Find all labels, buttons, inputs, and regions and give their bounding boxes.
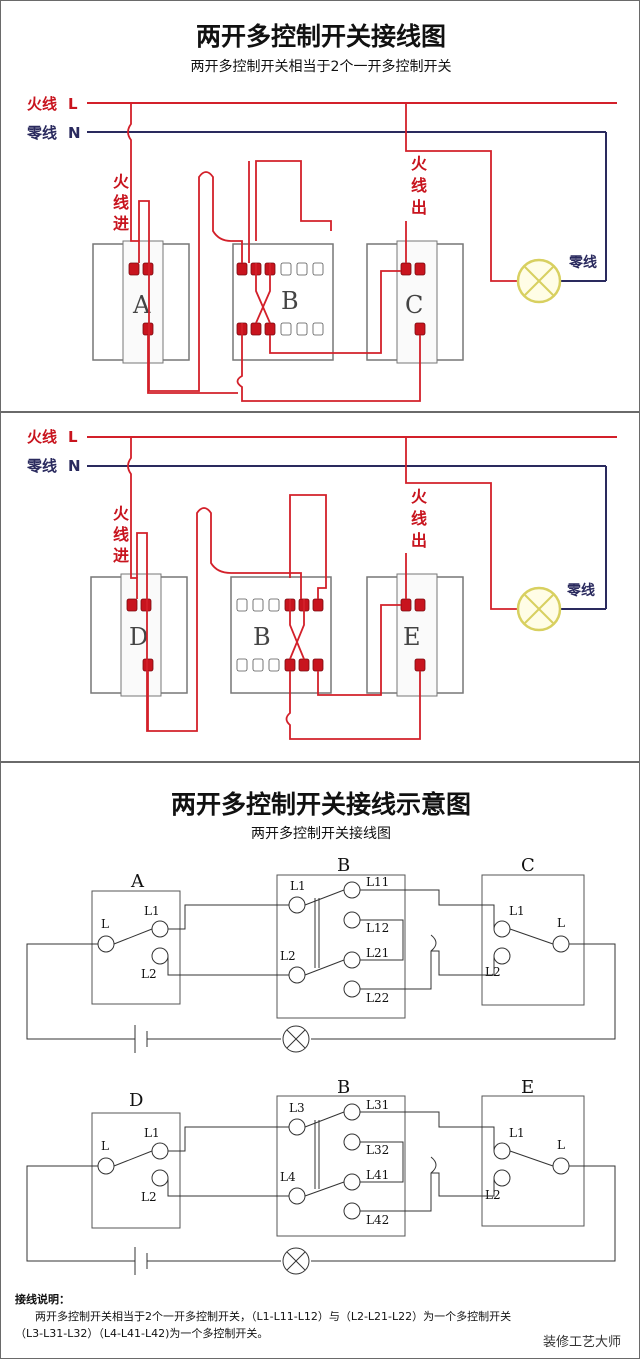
- neutral-wire-letter: N: [68, 124, 81, 142]
- switch-body-d: D: [90, 573, 188, 697]
- switch-body-e: E: [366, 573, 464, 697]
- red-wiring-2: [127, 437, 517, 740]
- switch-c-name: C: [521, 855, 535, 876]
- switch-body-b: B: [232, 243, 334, 361]
- e-term-l2: L2: [485, 1188, 501, 1202]
- e-term-l1: L1: [509, 1126, 525, 1140]
- schematic-title: 两开多控制开关接线示意图: [170, 790, 471, 819]
- lamp-symbol-top: [282, 1025, 310, 1053]
- live-out-3: 出: [411, 531, 427, 550]
- a-term-l1: L1: [144, 904, 160, 918]
- page-title: 两开多控制开关接线图: [195, 22, 446, 51]
- notes-heading: 接线说明：: [15, 1293, 70, 1306]
- switch-e-name: E: [521, 1077, 534, 1098]
- live-in-3: 进: [113, 546, 129, 565]
- lamp-icon: [516, 586, 562, 632]
- switch-body-b2: B: [230, 576, 332, 694]
- live-in-2: 线: [113, 525, 129, 544]
- switch-d-name: D: [129, 1090, 143, 1111]
- switch-e-letter: E: [403, 623, 421, 651]
- c-term-l2: L2: [485, 965, 501, 979]
- schematic-panel: 两开多控制开关接线示意图 两开多控制开关接线图 A B C L L1 L2 L1…: [0, 762, 640, 1359]
- a-term-l2: L2: [141, 967, 157, 981]
- b-term-l21: L21: [366, 946, 389, 960]
- neutral-wire-label: 零线: [26, 457, 57, 475]
- switch-a-name: A: [130, 871, 145, 892]
- b2-term-l4: L4: [280, 1170, 296, 1184]
- live-in-1: 火: [113, 172, 130, 191]
- live-out-3: 出: [411, 198, 427, 217]
- schematic-bottom: D B E L L1 L2 L3 L4 L31 L32 L41 L42: [26, 1077, 616, 1275]
- switch-c-letter: C: [405, 291, 423, 319]
- lamp-symbol-bottom: [282, 1247, 310, 1275]
- watermark-text: 装修工艺大师: [542, 1335, 621, 1350]
- notes-line-1: 两开多控制开关相当于2个一开多控制开关，（L1-L11-L12）与（L2-L21…: [35, 1310, 512, 1323]
- live-out-1: 火: [411, 487, 428, 506]
- wiring-panel-2: 火线 L 零线 N 火 线 进 火 线 出 零线 D B E: [0, 412, 640, 762]
- live-in-3: 进: [113, 214, 129, 233]
- wiring-diagram-2: 火线 L 零线 N 火 线 进 火 线 出 零线 D B E: [26, 428, 617, 740]
- live-wire-label: 火线: [27, 428, 57, 446]
- switch-a-letter: A: [132, 291, 151, 319]
- live-wire-letter: L: [68, 428, 78, 446]
- b2-term-l41: L41: [366, 1168, 389, 1182]
- e-term-l: L: [557, 1138, 565, 1152]
- lamp-neutral-label: 零线: [566, 582, 595, 599]
- notes-line-2: （L3-L31-L32）（L4-L41-L42)为一个多控制开关。: [15, 1327, 269, 1340]
- red-wiring-1: [127, 103, 517, 402]
- live-out-2: 线: [411, 176, 427, 195]
- d-term-l2: L2: [141, 1190, 157, 1204]
- live-wire-label: 火线: [27, 95, 57, 113]
- switch-body-a: A: [92, 240, 190, 364]
- terminals-white-1: [280, 262, 324, 336]
- b-term-l1: L1: [290, 879, 306, 893]
- switch-b-name: B: [337, 855, 350, 876]
- c-term-l1: L1: [509, 904, 525, 918]
- b2-term-l3: L3: [289, 1101, 305, 1115]
- b2-term-l32: L32: [366, 1143, 389, 1157]
- terminals-white-2: [236, 598, 280, 672]
- b-term-l11: L11: [366, 875, 389, 889]
- b2-term-l31: L31: [366, 1098, 389, 1112]
- a-term-l: L: [101, 917, 109, 931]
- live-out-2: 线: [411, 509, 427, 528]
- switch-body-c: C: [366, 240, 464, 364]
- b-term-l2: L2: [280, 949, 296, 963]
- live-out-1: 火: [411, 154, 428, 173]
- schematic-subtitle: 两开多控制开关接线图: [251, 826, 391, 842]
- b-term-l12: L12: [366, 921, 389, 935]
- live-in-2: 线: [113, 193, 129, 212]
- d-term-l: L: [101, 1139, 109, 1153]
- wiring-diagram-1: 火线 L 零线 N 火 线 进 火 线 出 零线 A B C: [26, 95, 617, 402]
- b-term-l22: L22: [366, 991, 389, 1005]
- schematic-diagram: A B C L L1 L2 L1 L2 L11 L12 L21 L22: [26, 855, 616, 1275]
- c-term-l: L: [557, 916, 565, 930]
- neutral-wire-letter: N: [68, 457, 81, 475]
- live-wire-letter: L: [68, 95, 78, 113]
- live-in-1: 火: [113, 504, 130, 523]
- wiring-notes: 接线说明： 两开多控制开关相当于2个一开多控制开关，（L1-L11-L12）与（…: [15, 1291, 625, 1342]
- lamp-icon: [516, 258, 562, 304]
- switch-b2-letter: B: [253, 623, 271, 651]
- d-term-l1: L1: [144, 1126, 160, 1140]
- schematic-top: A B C L L1 L2 L1 L2 L11 L12 L21 L22: [26, 855, 616, 1053]
- switch-d-letter: D: [129, 623, 148, 651]
- page-subtitle: 两开多控制开关相当于2个一开多控制开关: [190, 59, 452, 75]
- switch-b2-name: B: [337, 1077, 350, 1098]
- lamp-neutral-label: 零线: [568, 254, 597, 271]
- neutral-wire-label: 零线: [26, 124, 57, 142]
- switch-b-letter: B: [281, 287, 299, 315]
- wiring-panel-1: 两开多控制开关接线图 两开多控制开关相当于2个一开多控制开关 火线 L 零线 N…: [0, 0, 640, 412]
- b2-term-l42: L42: [366, 1213, 389, 1227]
